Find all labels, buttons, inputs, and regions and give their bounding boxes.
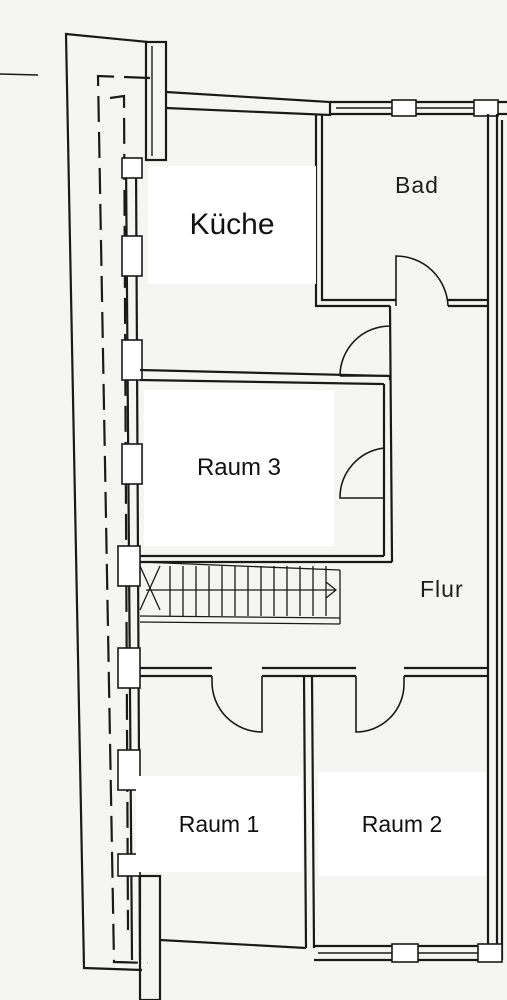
window — [121, 443, 143, 485]
room-label-raum1: Raum 1 — [136, 776, 302, 872]
stair-bottom-edge — [139, 615, 341, 619]
outer-facade-wall — [64, 32, 149, 972]
window — [121, 339, 143, 381]
window-bottom — [391, 943, 419, 963]
room-label-text: Küche — [189, 208, 275, 241]
raum1-raum2-wall — [302, 675, 308, 949]
window — [117, 749, 141, 791]
bad-left-wall-inner — [320, 114, 396, 302]
room-label-text: Raum 3 — [196, 454, 282, 481]
stair-bottom-edge — [139, 621, 341, 625]
column-top-right — [473, 99, 499, 117]
door-raum3 — [339, 447, 385, 499]
raum1-raum2-wall-inner — [310, 675, 316, 949]
raum1-bottom-wall — [159, 938, 307, 950]
room-label-text: Bad — [395, 172, 439, 198]
room-label-raum2: Raum 2 — [318, 772, 486, 876]
room-label-kueche: Küche — [148, 166, 316, 284]
bottom-column — [138, 874, 162, 1000]
stair-top-edge — [139, 561, 341, 571]
room-label-text: Flur — [420, 576, 464, 602]
stair — [139, 561, 341, 625]
top-wall — [165, 90, 332, 117]
top-column — [144, 40, 168, 162]
kueche-raum3-wall-inner — [139, 378, 385, 386]
dashed-line — [96, 74, 151, 965]
door-bad — [395, 255, 449, 307]
room-label-flur: Flur — [420, 576, 464, 603]
room-label-text: Raum 2 — [361, 810, 443, 837]
stair-arrow — [325, 581, 338, 599]
window-top — [391, 99, 417, 117]
door-raum2 — [355, 676, 405, 733]
room-label-text: Raum 1 — [178, 810, 260, 837]
window — [117, 545, 141, 587]
window — [121, 235, 143, 277]
left-windows — [117, 157, 143, 877]
door-raum1 — [211, 676, 263, 733]
door-kueche — [339, 325, 391, 377]
bad-left-wall — [314, 114, 390, 308]
stair-steps — [169, 566, 327, 616]
window-bottom — [477, 943, 503, 963]
room-label-bad: Bad — [395, 172, 439, 199]
kueche-raum3-wall — [139, 368, 392, 380]
dashed-line-inner — [109, 94, 130, 931]
window — [117, 647, 141, 689]
stair-diagonal — [139, 565, 161, 611]
room-label-raum3: Raum 3 — [144, 390, 334, 546]
window — [121, 157, 143, 179]
margin-line — [0, 73, 39, 76]
raum3-right-wall-outer — [388, 305, 394, 563]
